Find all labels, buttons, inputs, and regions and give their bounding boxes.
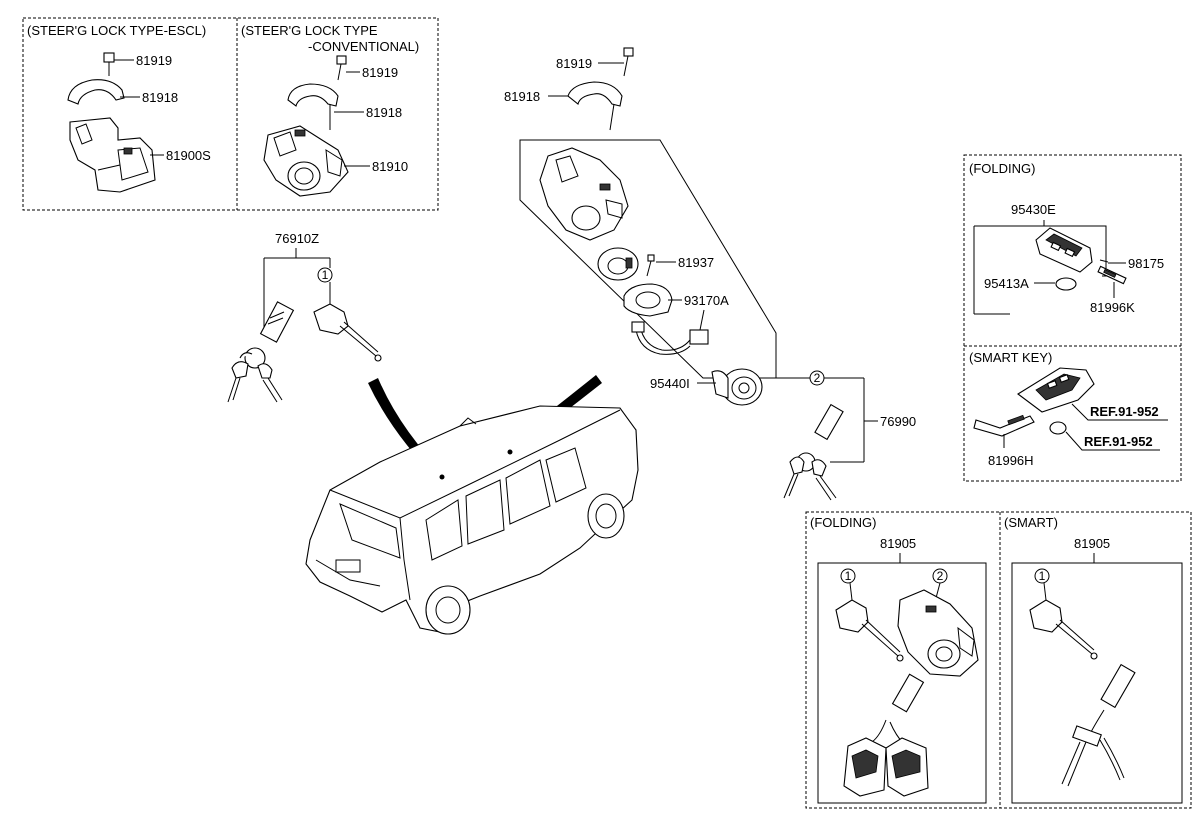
remote-key-box: (FOLDING) 95430E 98175 95413A 81996K (SM…	[963, 154, 1182, 482]
label-81918-main: 81918	[504, 89, 540, 104]
battery-95413A-icon	[1055, 277, 1077, 291]
label-81910: 81910	[372, 159, 408, 174]
smart-key-fob-icon	[1017, 367, 1095, 413]
escl-lock-body-icon	[69, 117, 156, 193]
smart-bottom-title: (SMART)	[1004, 515, 1058, 530]
folding-door-cylinder-icon	[835, 599, 904, 662]
label-81918-conv: 81918	[366, 105, 402, 120]
wiring-harness-icon	[631, 309, 709, 355]
label-95430E: 95430E	[1011, 202, 1056, 217]
callout-2-label: 2	[814, 371, 821, 385]
label-76910Z: 76910Z	[275, 231, 319, 246]
label-81919-main: 81919	[556, 56, 592, 71]
escl-bolt-icon	[103, 52, 115, 76]
emergency-key-81996H-icon	[973, 414, 1035, 437]
label-81918-escl: 81918	[142, 90, 178, 105]
label-81919-escl: 81919	[136, 53, 172, 68]
conv-bracket-icon	[287, 83, 339, 130]
folding-bottom-title: (FOLDING)	[810, 515, 876, 530]
arrow-to-door-icon	[368, 378, 448, 482]
conv-lock-assembly-icon	[263, 125, 349, 197]
label-81996H: 81996H	[988, 453, 1034, 468]
main-lock-body-icon	[539, 147, 629, 241]
label-81900S: 81900S	[166, 148, 211, 163]
label-81996K: 81996K	[1090, 300, 1135, 315]
label-76990: 76990	[880, 414, 916, 429]
callout-1-folding-label: 1	[845, 569, 852, 583]
escl-bracket-icon	[67, 79, 125, 105]
pin-98175-icon	[1099, 259, 1109, 263]
folding-ignition-lock-icon	[897, 589, 979, 677]
callout-circle-1-smart	[1034, 568, 1050, 584]
folding-top-title: (FOLDING)	[969, 161, 1035, 176]
key-set-76990: 2 76990	[776, 370, 916, 501]
conv-bolt-icon	[336, 55, 347, 81]
label-95413A: 95413A	[984, 276, 1029, 291]
main-bolt-icon	[623, 47, 634, 77]
folding-remote-key-icon	[1035, 227, 1093, 273]
door-lock-cylinder-icon	[313, 303, 382, 362]
key-set-76910Z: 76910Z 1	[227, 231, 382, 403]
label-81905-smart: 81905	[1074, 536, 1110, 551]
smart-key-title: (SMART KEY)	[969, 350, 1052, 365]
label-93170A: 93170A	[684, 293, 729, 308]
vehicle-suv-icon	[305, 405, 639, 635]
escl-title: (STEER'G LOCK TYPE-ESCL)	[27, 23, 206, 38]
label-81937: 81937	[678, 255, 714, 270]
screw-81937-icon	[646, 254, 655, 277]
ref-91-952-2[interactable]: REF.91-952	[1084, 434, 1153, 449]
label-81905-folding: 81905	[880, 536, 916, 551]
folding-keys-icon	[843, 673, 929, 797]
immobilizer-antenna-icon	[623, 283, 673, 317]
smart-door-cylinder-icon	[1029, 599, 1098, 660]
ignition-switch-icon	[597, 247, 639, 281]
main-bracket-icon	[567, 81, 623, 131]
key-cylinder-95440I-icon	[711, 368, 763, 406]
conventional-title-line1: (STEER'G LOCK TYPE	[241, 23, 378, 38]
callout-circle-1	[317, 267, 333, 283]
steering-lock-box: (STEER'G LOCK TYPE-ESCL) (STEER'G LOCK T…	[22, 17, 439, 211]
label-81919-conv: 81919	[362, 65, 398, 80]
conventional-title-line2: -CONVENTIONAL)	[308, 39, 419, 54]
ignition-assembly: 81919 81918 81937	[504, 47, 777, 406]
callout-2-folding-label: 2	[937, 569, 944, 583]
keys-76990-icon	[783, 403, 844, 501]
callout-circle-1-folding	[840, 568, 856, 584]
lock-set-box: (FOLDING) (SMART) 81905 1 2	[805, 511, 1192, 809]
smart-battery-icon	[1049, 421, 1067, 435]
keys-ring-icon	[227, 301, 295, 403]
callout-1-label: 1	[322, 268, 329, 282]
smart-keys-icon	[1061, 663, 1136, 787]
label-95440I: 95440I	[650, 376, 690, 391]
label-98175: 98175	[1128, 256, 1164, 271]
ref-91-952-1[interactable]: REF.91-952	[1090, 404, 1159, 419]
callout-1-smart-label: 1	[1039, 569, 1046, 583]
key-blade-81996K-icon	[1097, 265, 1127, 285]
